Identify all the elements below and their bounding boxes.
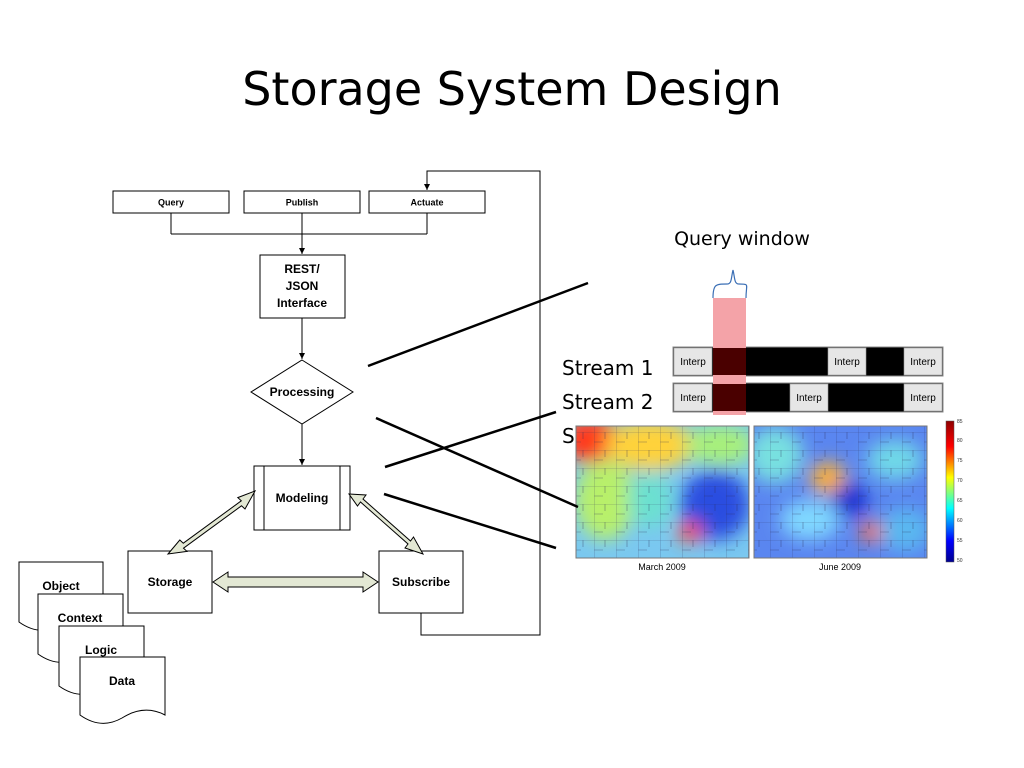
- storage-subscribe-arrow: [212, 571, 379, 593]
- storage-label: Storage: [148, 575, 193, 589]
- colorbar-tick-65: 65: [957, 498, 963, 504]
- colorbar-tick-55: 55: [957, 538, 963, 544]
- subscribe-label: Subscribe: [392, 575, 450, 589]
- heatmap-june: [754, 426, 927, 558]
- slide-title: Storage System Design: [242, 62, 782, 116]
- callout-lines: [367, 281, 589, 550]
- modeling-box: Modeling: [253, 465, 351, 531]
- storage-box: Storage: [127, 550, 213, 614]
- block-arrows: [166, 490, 425, 593]
- colorbar-tick-85: 85: [957, 419, 963, 425]
- query-window-band: [713, 298, 746, 415]
- rest-label-line2: JSON: [286, 279, 319, 293]
- doc-context-label: Context: [58, 611, 103, 625]
- actuate-label: Actuate: [410, 198, 443, 208]
- rest-label-line1: REST/: [284, 262, 320, 276]
- query-box: Query: [112, 190, 230, 214]
- doc-logic-label: Logic: [85, 643, 117, 657]
- colorbar-tick-75: 75: [957, 458, 963, 464]
- subscribe-box: Subscribe: [378, 550, 464, 614]
- stream2-interp-a: Interp: [680, 393, 706, 404]
- query-label: Query: [158, 198, 184, 208]
- stream2-interp-c: Interp: [910, 393, 936, 404]
- publish-box: Publish: [243, 190, 361, 214]
- query-window-brace: [712, 269, 748, 299]
- stream2-label: Stream 2: [562, 390, 653, 414]
- rest-json-interface-box: REST/ JSON Interface: [259, 254, 346, 319]
- colorbar-tick-80: 80: [957, 438, 963, 444]
- heatmap-march: [576, 426, 749, 558]
- modeling-label: Modeling: [276, 491, 329, 505]
- doc-data: Data: [79, 656, 166, 724]
- processing-label: Processing: [270, 385, 335, 399]
- stream1-interp-c: Interp: [910, 357, 936, 368]
- publish-label: Publish: [286, 198, 319, 208]
- stream2-interp-b: Interp: [796, 393, 822, 404]
- rest-label-line3: Interface: [277, 296, 327, 310]
- stream1-interp-b: Interp: [834, 357, 860, 368]
- modeling-storage-arrow: [166, 490, 257, 555]
- heatmap-caption-june: June 2009: [819, 562, 861, 572]
- heatmap-caption-march: March 2009: [638, 562, 686, 572]
- modeling-subscribe-arrow: [347, 493, 425, 555]
- stream1-interp-a: Interp: [680, 357, 706, 368]
- doc-object-label: Object: [42, 579, 79, 593]
- stream3-label-partial: S: [562, 424, 575, 448]
- actuate-box: Actuate: [368, 190, 486, 214]
- colorbar-tick-50: 50: [957, 558, 963, 564]
- processing-diamond: Processing: [250, 359, 354, 425]
- stream1-label: Stream 1: [562, 356, 653, 380]
- query-window-label: Query window: [674, 228, 810, 250]
- heatmap-colorbar: 85 80 75 70 65 60 55 50: [945, 419, 963, 564]
- doc-data-label: Data: [109, 674, 135, 688]
- top-connector-lines: [170, 170, 541, 636]
- colorbar-tick-60: 60: [957, 518, 963, 524]
- colorbar-tick-70: 70: [957, 478, 963, 484]
- document-stack: Object Context Logic Data: [18, 561, 166, 724]
